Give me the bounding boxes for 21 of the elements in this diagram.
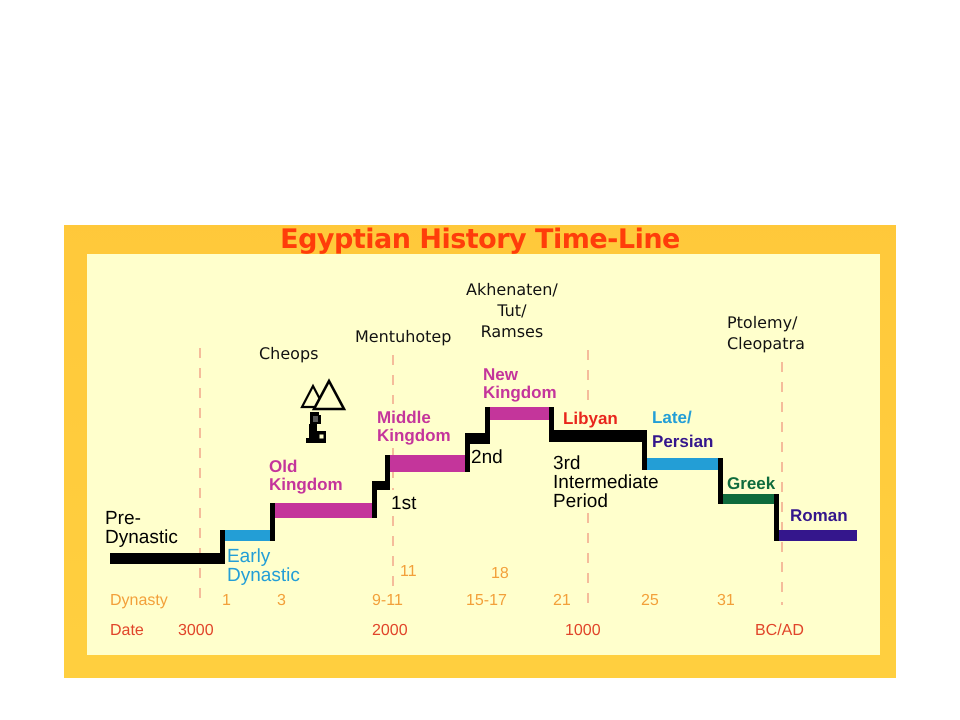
date-label: 3000 [178,622,214,640]
period-label: New Kingdom [483,366,557,402]
dynasty-number: 1 [222,592,231,610]
date-label: BC/AD [755,622,804,640]
dynasty-number: 18 [491,565,509,583]
ruler-name: Ptolemy/ Cleopatra [727,312,805,354]
row-heading: Date [110,622,144,640]
date-label: 1000 [565,622,601,640]
dynasty-number: 15-17 [466,592,507,610]
row-heading: Dynasty [110,592,168,610]
title-heading: Egyptian History Time-Line [280,224,680,255]
dynasty-number: 9-11 [372,592,403,610]
date-label: 2000 [372,622,408,640]
dynasty-number: 25 [641,592,659,610]
ruler-name: Akhenaten/ Tut/ Ramses [466,279,558,342]
ruler-name: Mentuhotep [355,326,452,347]
dynasty-number: 31 [717,592,735,610]
dynasty-number: 11 [400,563,417,581]
dynasty-number: 21 [553,592,571,610]
dynasty-number: 3 [277,592,286,610]
ruler-name: Cheops [259,343,318,364]
